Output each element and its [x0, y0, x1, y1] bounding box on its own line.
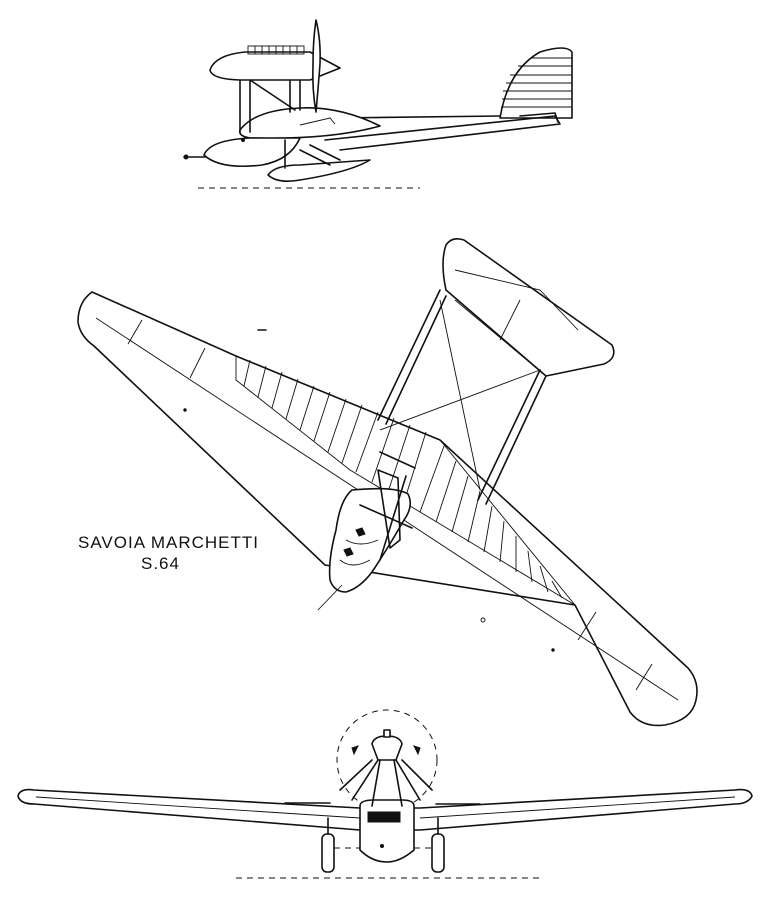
plan-view	[77, 238, 698, 727]
plan-engine	[377, 469, 401, 549]
plan-center-axis	[317, 584, 343, 611]
diagram-title-name: SAVOIA MARCHETTI	[78, 533, 259, 552]
front-engine	[371, 735, 403, 761]
plan-fuselage	[328, 487, 412, 593]
plan-tailplane	[442, 238, 615, 377]
side-hull	[203, 137, 301, 168]
plan-wing-ribs	[235, 355, 576, 606]
front-floats	[321, 817, 445, 873]
plan-tail-booms	[377, 289, 547, 505]
side-propeller	[312, 19, 321, 113]
side-engine-cylinders	[247, 45, 305, 55]
front-fuselage	[359, 799, 415, 863]
front-engine-struts	[339, 759, 433, 807]
diagram-title-model: S.64	[141, 554, 180, 573]
side-struts	[239, 71, 341, 169]
front-view	[17, 709, 753, 879]
side-engine-nacelle	[209, 51, 341, 81]
side-fin-ribs	[501, 57, 572, 108]
side-view	[183, 19, 573, 189]
